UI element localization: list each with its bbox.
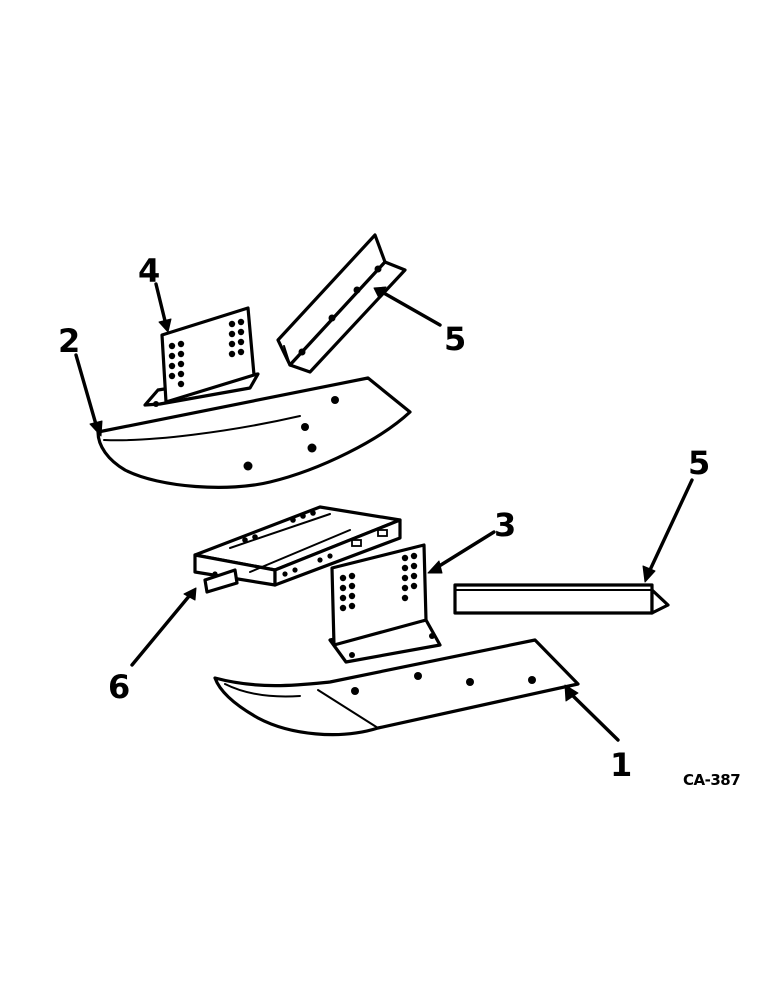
figure-code: CA-387: [683, 771, 740, 789]
part-4-mounting-bracket: [143, 306, 260, 407]
leader-3: [434, 530, 496, 570]
arrowhead-4: [158, 318, 172, 333]
part-5-angle-bar-lower: [453, 583, 670, 615]
leader-4: [154, 282, 168, 327]
leader-6: [130, 593, 192, 667]
arrowhead-5-upper: [373, 286, 387, 299]
part-3-mounting-bracket: [328, 543, 442, 664]
leader-5-lower: [648, 478, 694, 572]
leader-arrows: [74, 282, 694, 742]
leader-2: [74, 353, 99, 430]
callout-2: 2: [58, 322, 80, 360]
callout-5-upper: 5: [444, 320, 466, 358]
callout-5-lower: 5: [688, 444, 710, 482]
leader-1: [568, 691, 620, 742]
callout-1: 1: [610, 746, 632, 784]
arrowhead-1: [564, 684, 579, 702]
leader-5-upper: [380, 290, 442, 327]
part-6-frame: [193, 505, 402, 594]
part-2-sweep-plate: [96, 376, 412, 489]
callout-6: 6: [108, 668, 130, 706]
arrowhead-2: [89, 420, 103, 437]
arrowhead-3: [427, 560, 443, 574]
callout-4: 4: [138, 252, 160, 290]
part-5-angle-bar-upper: [276, 233, 407, 374]
part-1-sweep-plate: [213, 638, 580, 737]
arrowhead-5-lower: [642, 565, 656, 583]
arrowhead-6: [183, 587, 197, 601]
callout-3: 3: [494, 506, 516, 544]
